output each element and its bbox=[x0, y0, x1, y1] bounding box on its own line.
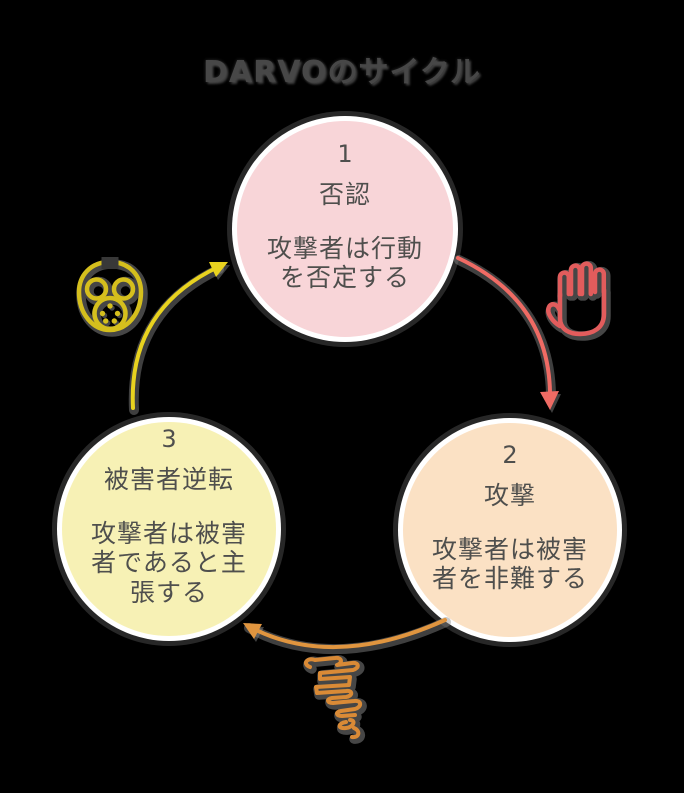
node-body: 攻撃者は被害者を非難する bbox=[431, 534, 588, 594]
node-content: 2 攻撃 攻撃者は被害者を非難する bbox=[429, 443, 591, 594]
cycle-node-1-denial: 1 否認 攻撃者は行動を否定する bbox=[237, 121, 453, 337]
node-number: 1 bbox=[337, 139, 353, 168]
scribble-icon bbox=[306, 658, 362, 739]
arrow-reverse-to-denial bbox=[128, 262, 230, 415]
node-number: 2 bbox=[502, 440, 518, 469]
node-body: 攻撃者は行動を否定する bbox=[266, 233, 423, 293]
node-body: 攻撃者は被害者であると主張する bbox=[90, 518, 247, 607]
node-content: 3 被害者逆転 攻撃者は被害者であると主張する bbox=[88, 427, 250, 608]
arrow-attack-to-reverse bbox=[243, 617, 451, 655]
cycle-node-2-attack: 2 攻撃 攻撃者は被害者を非難する bbox=[403, 423, 617, 637]
raised-hand-icon bbox=[548, 264, 606, 336]
node-heading: 被害者逆転 bbox=[103, 464, 234, 494]
cycle-node-3-reverse-victim: 3 被害者逆転 攻撃者は被害者であると主張する bbox=[62, 422, 276, 636]
node-heading: 否認 bbox=[318, 179, 371, 209]
node-content: 1 否認 攻撃者は行動を否定する bbox=[264, 142, 426, 293]
diagram-title: DARVOのサイクル bbox=[203, 55, 481, 90]
gas-mask-icon bbox=[79, 257, 143, 332]
arrow-denial-to-attack bbox=[454, 255, 561, 413]
node-number: 3 bbox=[161, 424, 177, 453]
node-heading: 攻撃 bbox=[483, 480, 536, 510]
